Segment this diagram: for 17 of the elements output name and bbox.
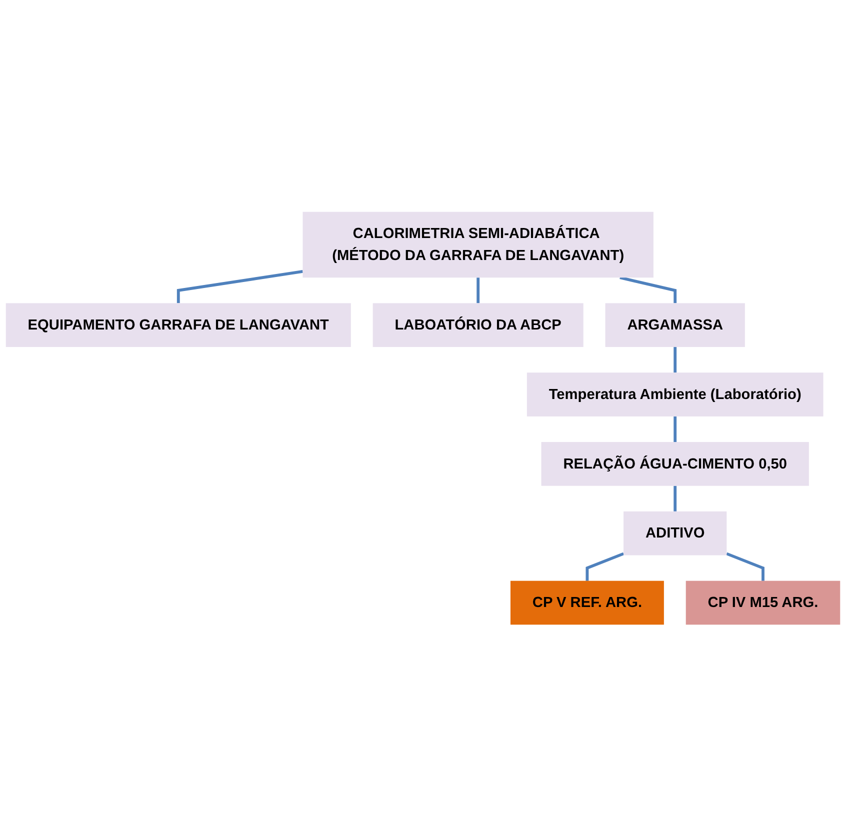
- connector: [586, 552, 624, 581]
- connector: [176, 270, 303, 303]
- node-box: CP V REF. ARG.: [510, 580, 664, 624]
- connector: [726, 552, 764, 581]
- node-box: EQUIPAMENTO GARRAFA DE LANGAVANT: [6, 302, 351, 347]
- connector: [476, 277, 480, 303]
- connector: [674, 486, 677, 512]
- node-box: CALORIMETRIA SEMI-ADIABÁTICA (MÉTODO DA GARRAFA DE LANGAVANT): [302, 212, 654, 278]
- connector: [674, 346, 677, 372]
- node-box: ADITIVO: [624, 511, 727, 555]
- node-box: LABOATÓRIO DA ABCP: [372, 302, 584, 347]
- node-box: RELAÇÃO ÁGUA-CIMENTO 0,50: [541, 442, 809, 486]
- node-box: CP IV M15 ARG.: [686, 580, 840, 624]
- node-box: Temperatura Ambiente (Laboratório): [526, 372, 824, 416]
- connector: [674, 416, 677, 442]
- connector: [620, 276, 677, 303]
- node-box: ARGAMASSA: [605, 302, 745, 347]
